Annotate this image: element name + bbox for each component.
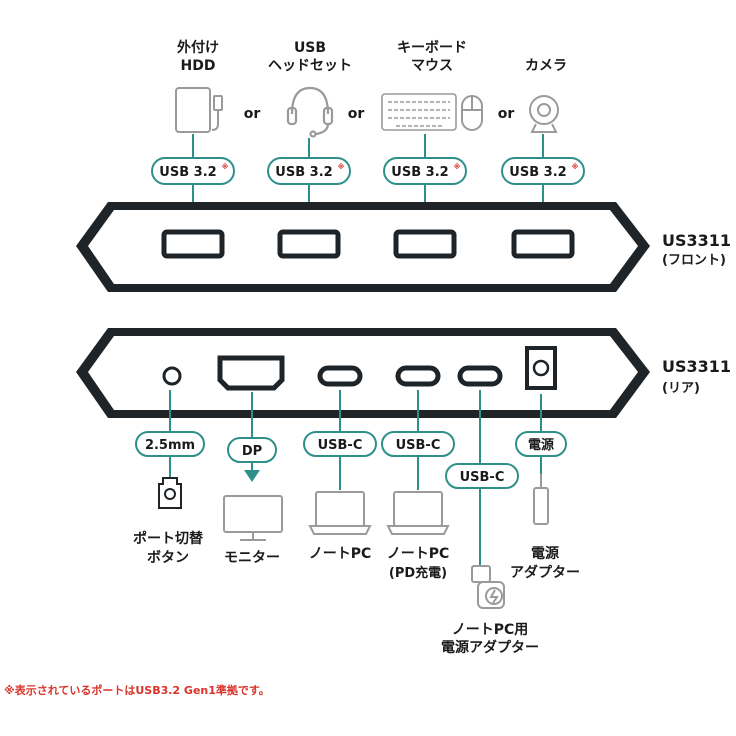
- pc-adapter-label-2: 電源アダプター: [441, 639, 539, 656]
- usb-port-label-1: USB 3.2 ※: [151, 157, 235, 185]
- hdd-icon: [175, 87, 223, 133]
- svg-text:USB 3.2: USB 3.2: [275, 165, 332, 180]
- usb-port-label-2: USB 3.2 ※: [267, 157, 351, 185]
- monitor-icon: [223, 495, 283, 541]
- front-device-body: [76, 202, 650, 292]
- pc-adapter-icon: [471, 565, 505, 609]
- device-labels-top: 外付け HDD USB ヘッドセット キーボード マウス カメラ: [177, 39, 567, 74]
- jack-label: 2.5mm: [135, 431, 205, 457]
- dp-label: DP: [227, 437, 277, 463]
- svg-text:2.5mm: 2.5mm: [145, 438, 195, 453]
- power-label: 電源: [515, 431, 567, 457]
- notepc-label: ノートPC: [309, 546, 372, 562]
- usbc-port-1: [317, 365, 363, 387]
- power-plug-icon: [533, 474, 549, 525]
- or-text-2: or: [348, 106, 365, 122]
- svg-text:USB 3.2: USB 3.2: [509, 165, 566, 180]
- or-text-1: or: [244, 106, 261, 122]
- notepc-pd-label-1: ノートPC: [387, 546, 450, 562]
- usbc-label-3: USB-C: [445, 463, 519, 489]
- front-model-label: US3311: [662, 231, 731, 250]
- usbc-label-1: USB-C: [303, 431, 377, 457]
- switch-button-icon: [158, 477, 182, 509]
- front-side-label: (フロント): [662, 253, 726, 268]
- notepc-pd-label-2: (PD充電): [389, 565, 447, 581]
- camera-label: カメラ: [525, 58, 567, 74]
- svg-text:※: ※: [454, 162, 461, 171]
- switch-button-label-1: ポート切替: [133, 530, 204, 547]
- power-adapter-label-2: アダプター: [510, 564, 580, 581]
- keyboard-label-line1: キーボード: [397, 40, 467, 56]
- headset-label-line1: USB: [294, 40, 326, 56]
- front-usb-port-3: [393, 229, 457, 259]
- pc-adapter-label-1: ノートPC用: [452, 622, 529, 638]
- usb-port-label-4: USB 3.2 ※: [501, 157, 585, 185]
- front-usb-port-4: [511, 229, 575, 259]
- svg-text:USB 3.2: USB 3.2: [159, 165, 216, 180]
- keyboard-label-line2: マウス: [411, 58, 453, 74]
- keyboard-icon: [381, 93, 457, 131]
- rear-device-body: [76, 328, 650, 418]
- mouse-icon: [461, 95, 483, 131]
- jack-port: [162, 366, 182, 386]
- rear-model-label: US3311: [662, 357, 731, 376]
- hdd-label-line1: 外付け: [177, 39, 219, 56]
- front-usb-port-1: [161, 229, 225, 259]
- displayport: [217, 355, 285, 391]
- rear-ports: [162, 346, 557, 391]
- footnote: ※表示されているポートはUSB3.2 Gen1準拠です。: [4, 683, 270, 697]
- svg-text:※: ※: [572, 162, 579, 171]
- usbc-label-2: USB-C: [381, 431, 455, 457]
- svg-text:DP: DP: [242, 444, 262, 459]
- laptop-icon: [308, 491, 372, 535]
- hdd-label-line2: HDD: [181, 58, 216, 74]
- svg-text:※: ※: [222, 162, 229, 171]
- usbc-port-2: [395, 365, 441, 387]
- svg-text:USB-C: USB-C: [460, 470, 505, 485]
- monitor-label: モニター: [224, 550, 280, 566]
- svg-text:電源: 電源: [528, 437, 554, 453]
- headset-icon: [286, 86, 334, 138]
- svg-text:※: ※: [338, 162, 345, 171]
- camera-icon: [529, 95, 559, 133]
- front-usb-ports: [161, 229, 575, 259]
- svg-text:USB-C: USB-C: [396, 438, 441, 453]
- usb-port-label-3: USB 3.2 ※: [383, 157, 467, 185]
- dp-arrow-icon: [244, 470, 260, 482]
- front-usb-port-2: [277, 229, 341, 259]
- usbc-port-3: [457, 365, 503, 387]
- rear-side-label: (リア): [662, 381, 700, 396]
- power-adapter-label-1: 電源: [531, 545, 559, 562]
- or-text-3: or: [498, 106, 515, 122]
- laptop-pd-icon: [386, 491, 450, 535]
- headset-label-line2: ヘッドセット: [268, 58, 352, 74]
- svg-text:USB-C: USB-C: [318, 438, 363, 453]
- svg-text:USB 3.2: USB 3.2: [391, 165, 448, 180]
- switch-button-label-2: ボタン: [147, 550, 189, 566]
